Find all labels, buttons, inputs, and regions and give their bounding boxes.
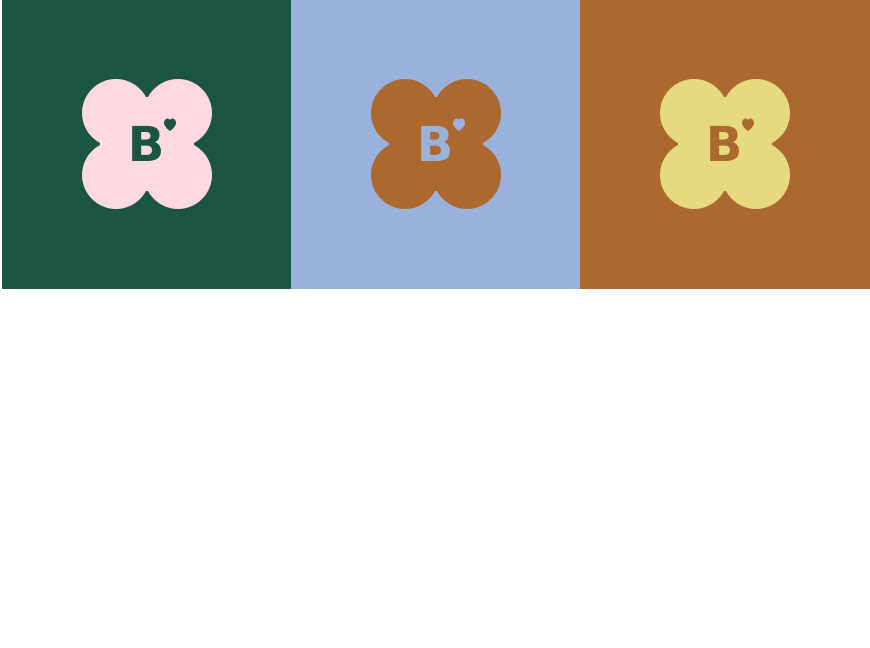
heart-icon [452,118,465,131]
logo-swatch-row: B B [2,0,870,289]
logo-letter: B [416,117,453,173]
flower-shape [81,79,212,209]
logo-graphic: B [81,79,212,209]
heart-icon [163,118,176,131]
logo: B [370,79,501,209]
flower-shape [370,79,501,209]
logo-swatch-green: B [2,0,291,289]
logo-swatch-blue: B [291,0,580,289]
logo: B [660,79,790,209]
logo: B [81,79,212,209]
flower-shape [660,79,790,209]
logo-letter: B [706,117,743,173]
logo-graphic: B [370,79,501,209]
logo-graphic: B [660,79,790,209]
heart-icon [742,118,754,131]
logo-letter: B [127,117,164,173]
logo-swatch-brown: B [580,0,870,289]
